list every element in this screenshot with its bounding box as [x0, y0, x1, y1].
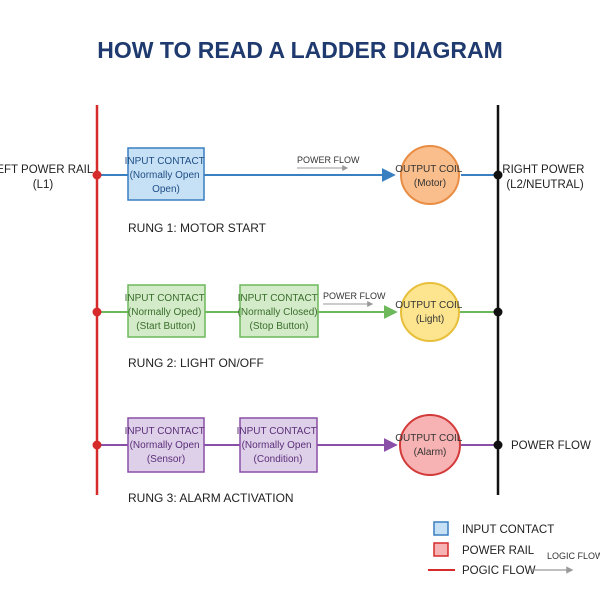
rung-1-right-node — [493, 170, 503, 180]
rung-3-output-coil — [399, 414, 461, 476]
rung-1-power-flow-label: POWER FLOW — [297, 155, 360, 165]
rung-2-start-contact — [127, 284, 206, 338]
rung-1-output-coil — [400, 145, 460, 205]
rung-1-input-contact — [127, 147, 205, 201]
rung-3-condition-contact-text: INPUT CONTACT (Normally Open (Condition) — [237, 426, 320, 465]
rung-3-sensor-contact — [127, 417, 205, 473]
legend-logic-flow-label: LOGIC FLOW — [547, 551, 600, 561]
rung-3-right-node — [493, 440, 503, 450]
rung-3: INPUT CONTACT (Normally Open (Sensor) IN… — [92, 414, 591, 505]
rung-3-sensor-contact-text: INPUT CONTACT (Normally Open (Sensor) — [125, 426, 208, 465]
rung-3-left-node — [92, 440, 102, 450]
legend-input-contact-label: INPUT CONTACT — [462, 524, 554, 536]
legend: INPUT CONTACT POWER RAIL POGIC FLOW LOGI… — [428, 521, 600, 577]
legend-power-rail-label: POWER RAIL — [462, 545, 535, 557]
rung-2-power-flow-label: POWER FLOW — [323, 291, 386, 301]
rung-2-right-node — [493, 307, 503, 317]
rung-2-start-contact-text: INPUT CONTACT (Normally Oped) (Start But… — [125, 293, 208, 332]
rung-3-output-coil-text: OUTPUT COIL (Alarm) — [395, 433, 464, 458]
legend-input-contact-swatch — [433, 521, 449, 536]
rung-1: INPUT CONTACT (Normally Open Open) POWER… — [92, 145, 503, 235]
rung-2-stop-contact-text: INPUT CONTACT (Normally Closed) (Stop Bu… — [238, 293, 321, 332]
left-rail-label: LEFT POWER RAIL (L1) — [0, 164, 96, 191]
rung-2-label: RUNG 2: LIGHT ON/OFF — [128, 356, 264, 370]
rung-2-output-coil-text: OUTPUT COIL (Light) — [395, 300, 464, 325]
rung-1-input-contact-text: INPUT CONTACT (Normally Open Open) — [125, 156, 208, 195]
rung-2: INPUT CONTACT (Normally Oped) (Start But… — [92, 282, 503, 370]
rung-3-label: RUNG 3: ALARM ACTIVATION — [128, 491, 294, 505]
rung-1-output-coil-text: OUTPUT COIL (Motor) — [395, 164, 464, 189]
page-title: HOW TO READ A LADDER DIAGRAM — [97, 37, 502, 63]
rung-1-label: RUNG 1: MOTOR START — [128, 221, 267, 235]
legend-power-rail-swatch — [433, 542, 449, 557]
rung-2-output-coil — [400, 282, 460, 342]
rung-3-condition-contact — [239, 417, 318, 473]
rung-2-stop-contact — [239, 284, 319, 338]
right-rail-label: RIGHT POWER (L2/NEUTRAL) — [502, 164, 587, 191]
rung-1-left-node — [92, 170, 102, 180]
legend-logic-label: POGIC FLOW — [462, 565, 536, 577]
rung-2-left-node — [92, 307, 102, 317]
rung-3-power-flow-label: POWER FLOW — [511, 440, 591, 452]
